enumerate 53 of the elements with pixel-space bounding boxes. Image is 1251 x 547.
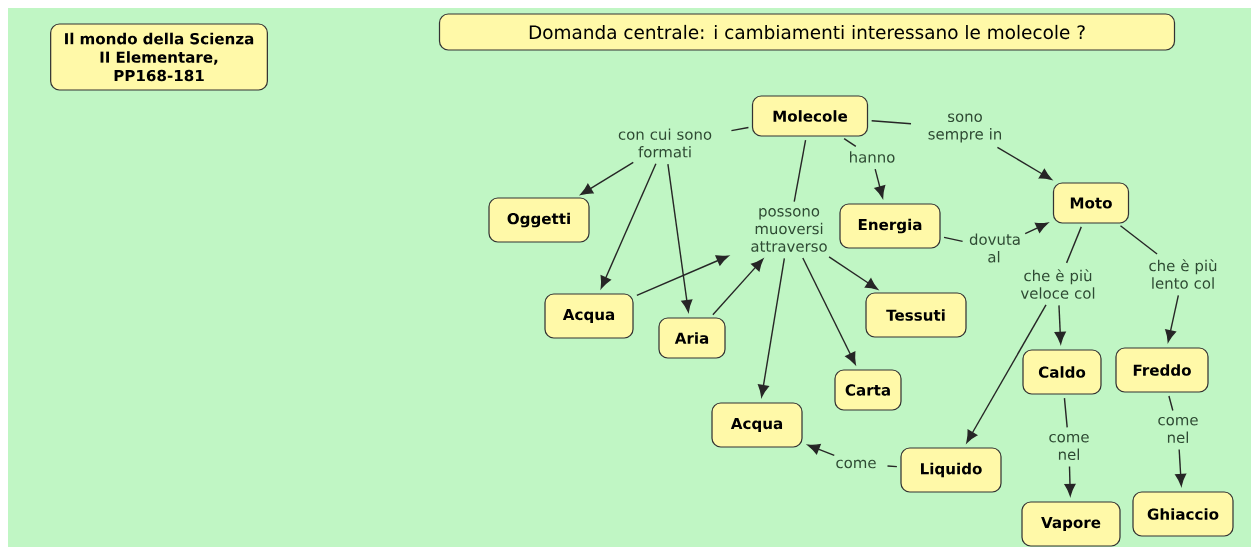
concept-box: Moto xyxy=(1052,182,1130,224)
arrow xyxy=(758,257,786,398)
linking-phrase: che è più veloce col xyxy=(1020,269,1095,299)
arrow xyxy=(580,161,634,195)
arrow xyxy=(874,168,886,199)
linking-phrase: sono sempre in xyxy=(928,113,1001,143)
concept-box: Energia xyxy=(839,203,941,249)
concept-box: Caldo xyxy=(1022,349,1102,395)
arrow xyxy=(828,256,878,290)
linking-phrase: come xyxy=(836,459,876,469)
info-box: Il mondo della Scienza II Elementare, PP168-181 xyxy=(50,23,268,91)
connector-line xyxy=(1168,395,1174,412)
arrow xyxy=(807,443,835,457)
linking-phrase: che è più lento col xyxy=(1149,259,1217,289)
linking-phrase: hanno xyxy=(850,151,895,163)
concept-box: Freddo xyxy=(1115,347,1209,393)
connector-line xyxy=(1063,397,1068,429)
arrow xyxy=(1175,448,1187,487)
linking-phrase: dovuta al xyxy=(969,233,1020,263)
arrow xyxy=(667,163,693,313)
arrow xyxy=(1054,304,1066,345)
concept-box: Tessuti xyxy=(865,292,967,338)
question-box: Domanda centrale: i cambiamenti interessano le molecole ? xyxy=(438,13,1176,51)
linking-phrase: con cui sono formati xyxy=(618,128,712,158)
arrow xyxy=(1165,294,1180,343)
arrow xyxy=(1064,465,1076,497)
connector-line xyxy=(943,236,964,243)
arrow xyxy=(802,257,856,365)
arrow xyxy=(966,304,1047,443)
concept-box: Ghiaccio xyxy=(1132,491,1234,537)
concept-box: Oggetti xyxy=(488,197,590,243)
arrow xyxy=(636,255,729,297)
connector-line xyxy=(793,139,807,203)
connector-line xyxy=(730,126,750,132)
concept-box: Carta xyxy=(834,369,902,411)
arrow xyxy=(600,163,657,289)
linking-phrase: come nel xyxy=(1158,416,1198,444)
concept-box: Vapore xyxy=(1021,501,1121,547)
linking-phrase: come nel xyxy=(1049,433,1089,461)
concept-box: Aria xyxy=(658,317,726,359)
connector-line xyxy=(1065,226,1082,264)
concept-box: Liquido xyxy=(900,447,1002,493)
linking-phrase: possono muoversi attraverso xyxy=(751,208,827,252)
arrow xyxy=(996,146,1052,180)
connector-line xyxy=(886,465,898,468)
connector-line xyxy=(870,120,912,125)
concept-box: Acqua xyxy=(544,293,634,339)
connector-line xyxy=(843,137,857,147)
arrow xyxy=(712,258,764,316)
connector-line xyxy=(1119,225,1158,255)
concept-box: Molecole xyxy=(751,95,869,137)
concept-box: Acqua xyxy=(711,402,803,448)
arrow xyxy=(1024,222,1049,235)
